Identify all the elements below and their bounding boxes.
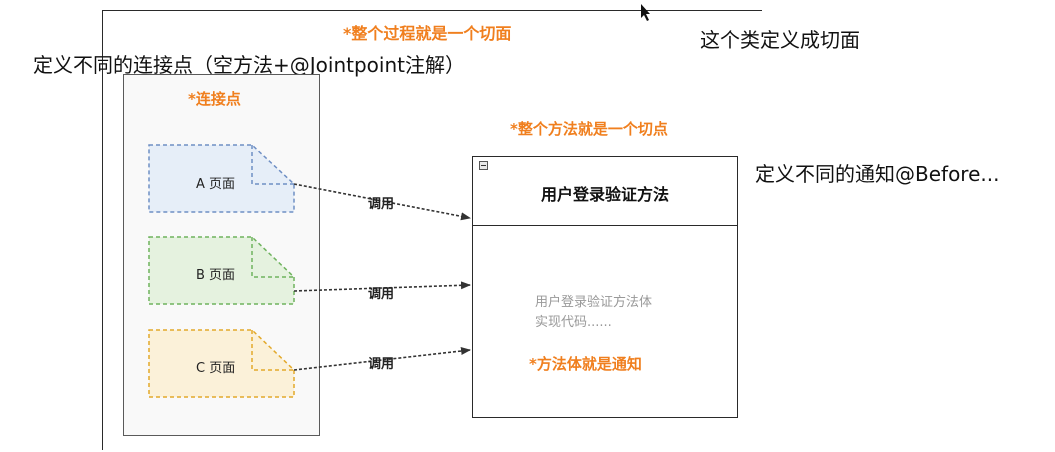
collapse-icon[interactable]: [479, 161, 488, 170]
page-b-label: B 页面: [196, 268, 236, 283]
call-label-b: 调用: [368, 287, 395, 302]
call-label-a: 调用: [368, 197, 395, 212]
page-a-shape[interactable]: [148, 144, 295, 213]
method-body-line-2: 实现代码......: [535, 315, 612, 330]
method-divider: [473, 225, 737, 226]
aspect-label: *整个过程就是一个切面: [343, 24, 512, 43]
page-c-label: C 页面: [196, 361, 236, 376]
aspect-frame: [102, 10, 762, 450]
advice-label: *方法体就是通知: [529, 355, 642, 373]
page-c-shape[interactable]: [148, 329, 295, 398]
method-title: 用户登录验证方法: [540, 185, 669, 204]
page-a-label: A 页面: [196, 177, 236, 192]
mouse-cursor-icon: [641, 4, 650, 21]
advice-note: 定义不同的通知@Before...: [755, 162, 1000, 186]
method-body-line-1: 用户登录验证方法体: [535, 295, 653, 310]
joinpoint-note: 定义不同的连接点（空方法+@Jointpoint注解）: [33, 53, 465, 77]
joinpoint-label: *连接点: [188, 90, 241, 108]
call-arrow-b: [293, 281, 471, 292]
method-box[interactable]: 用户登录验证方法 用户登录验证方法体 实现代码...... *方法体就是通知: [472, 156, 738, 418]
pointcut-label: *整个方法就是一个切点: [510, 120, 668, 138]
aspect-note: 这个类定义成切面: [700, 28, 860, 52]
call-label-c: 调用: [368, 357, 395, 372]
method-body-text: 用户登录验证方法体 实现代码......: [535, 293, 725, 333]
page-b-shape[interactable]: [148, 236, 295, 305]
call-arrow-c: [293, 347, 471, 371]
